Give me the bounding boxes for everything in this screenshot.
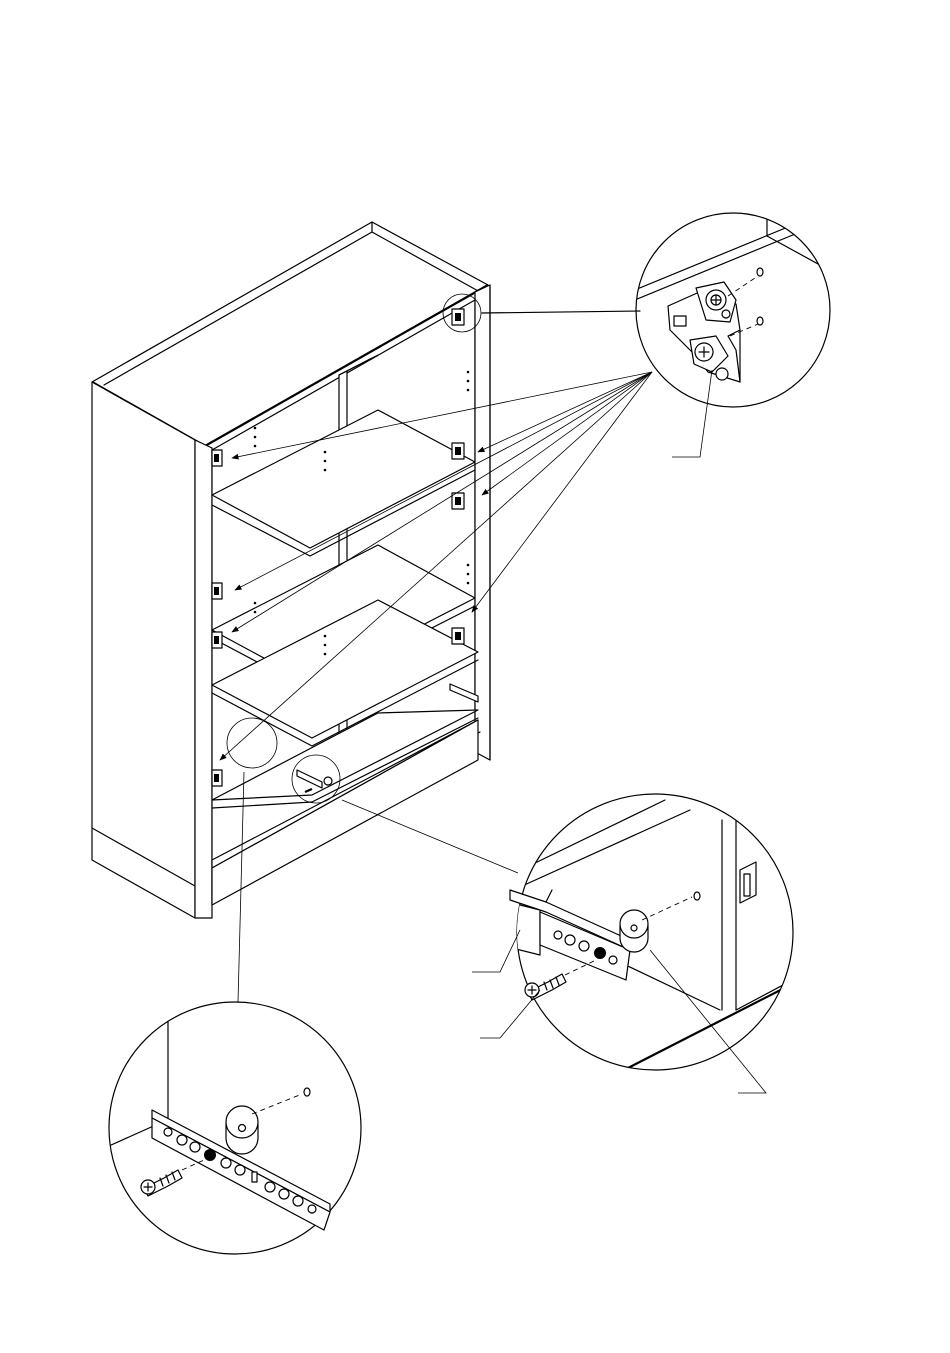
screw-icon xyxy=(141,1170,182,1196)
runner-detail-left xyxy=(100,1000,380,1254)
cabinet-right-side xyxy=(475,285,490,760)
cabinet xyxy=(92,222,490,918)
hinge-plate-icon xyxy=(668,282,740,382)
screw-icon xyxy=(525,974,566,1000)
cabinet-left-side xyxy=(92,382,195,918)
hinge-detail xyxy=(630,213,840,457)
runner-detail-right xyxy=(472,794,800,1093)
spacer-icon xyxy=(620,910,648,952)
cabinet-left-side-front-edge xyxy=(195,440,212,918)
